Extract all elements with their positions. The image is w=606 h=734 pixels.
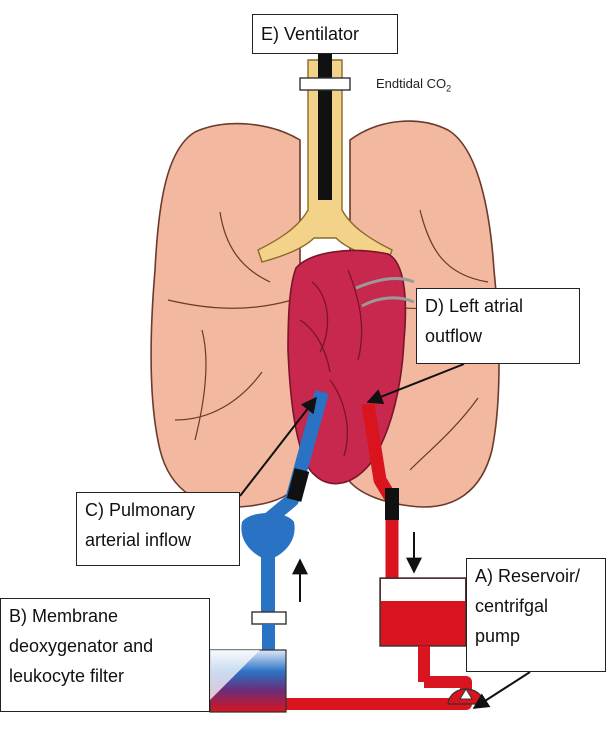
membrane-deoxygenator-label: B) Membrane deoxygenator and leukocyte f… [0,598,210,712]
membrane-line-1: B) Membrane [9,601,201,631]
arrow-reservoir-pump [474,672,530,708]
membrane-line-3: leukocyte filter [9,661,201,691]
ventilator-label: E) Ventilator [252,14,398,54]
endtidal-co2-sensor [300,78,350,90]
left-atrial-line-1: D) Left atrial [425,291,571,321]
endotracheal-tube [318,52,332,200]
reservoir-line-3: pump [475,621,597,651]
venous-line-lower [262,624,275,650]
left-atrial-line-2: outflow [425,321,571,351]
reservoir-pump-label: A) Reservoir/ centrifgal pump [466,558,606,672]
membrane-line-2: deoxygenator and [9,631,201,661]
reservoir-line-1: A) Reservoir/ [475,561,597,591]
left-atrial-outflow-label: D) Left atrial outflow [416,288,580,364]
left-lung [151,124,300,507]
flow-probe [252,612,286,624]
pulmonary-arterial-line-1: C) Pulmonary [85,495,231,525]
bubble-trap [241,513,294,560]
endtidal-co2-label: Endtidal CO2 [376,76,451,94]
reservoir-line-2: centrifgal [475,591,597,621]
reservoir-air [381,579,465,601]
pulmonary-arterial-line-2: arterial inflow [85,525,231,555]
ventilator-label-text: E) Ventilator [261,17,389,51]
pulmonary-arterial-inflow-label: C) Pulmonary arterial inflow [76,492,240,566]
cannula-connector-blue [294,470,302,500]
